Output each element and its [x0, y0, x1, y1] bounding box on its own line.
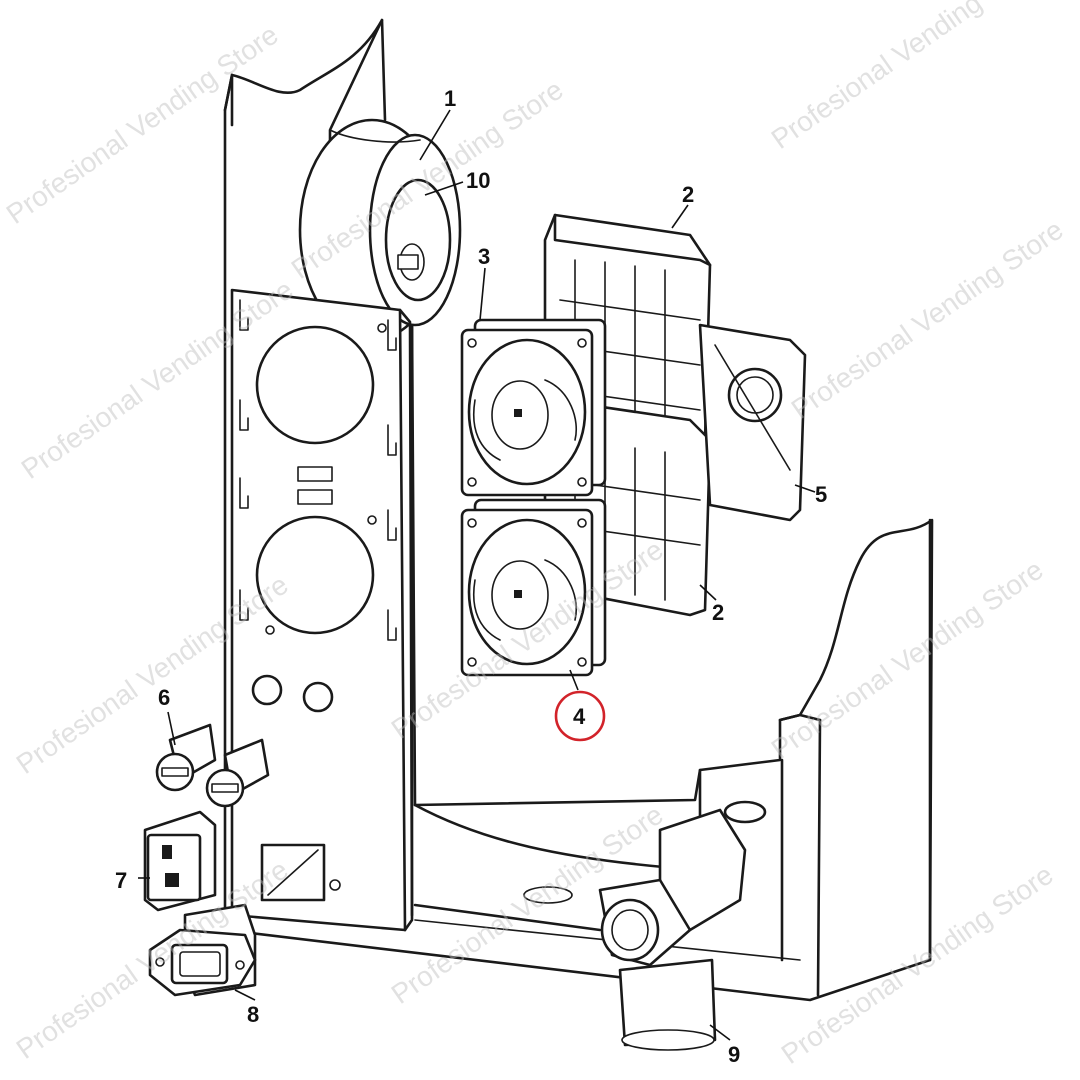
callout-5: 5 — [815, 482, 827, 507]
leader-10 — [424, 181, 464, 196]
leader-5 — [794, 484, 816, 493]
callout-8: 8 — [247, 1002, 259, 1027]
callouts: 1 10 2 3 5 2 4 6 7 8 9 — [115, 86, 827, 1067]
leader-9 — [709, 1024, 731, 1041]
watermark: Profesional Vending Store — [786, 214, 1069, 425]
callout-4: 4 — [573, 704, 586, 729]
watermark: Profesional Vending Store — [766, 0, 1049, 155]
duct-part — [698, 323, 807, 522]
callout-1: 1 — [444, 86, 456, 111]
leader-2b — [699, 584, 717, 601]
valve-assembly — [598, 800, 767, 1051]
callout-2b: 2 — [712, 600, 724, 625]
leader-4 — [569, 669, 579, 691]
rocker-switch — [143, 810, 217, 912]
callout-7: 7 — [115, 868, 127, 893]
cooling-fan-lower — [460, 498, 607, 677]
blower-wheel — [298, 118, 462, 342]
mounting-plate — [230, 288, 414, 932]
cooling-fan-upper — [460, 318, 607, 497]
leader-3 — [479, 267, 486, 321]
callout-4-highlight-ring — [554, 690, 606, 742]
callout-6: 6 — [158, 685, 170, 710]
leader-8 — [234, 989, 256, 1001]
callout-2a: 2 — [682, 182, 694, 207]
callout-3: 3 — [478, 244, 490, 269]
callout-10: 10 — [466, 168, 490, 193]
leader-1 — [419, 109, 451, 161]
callout-9: 9 — [728, 1042, 740, 1067]
power-inlet — [148, 903, 257, 997]
leader-6 — [167, 711, 176, 746]
fuse-holders — [155, 723, 270, 808]
leader-2a — [671, 204, 689, 229]
